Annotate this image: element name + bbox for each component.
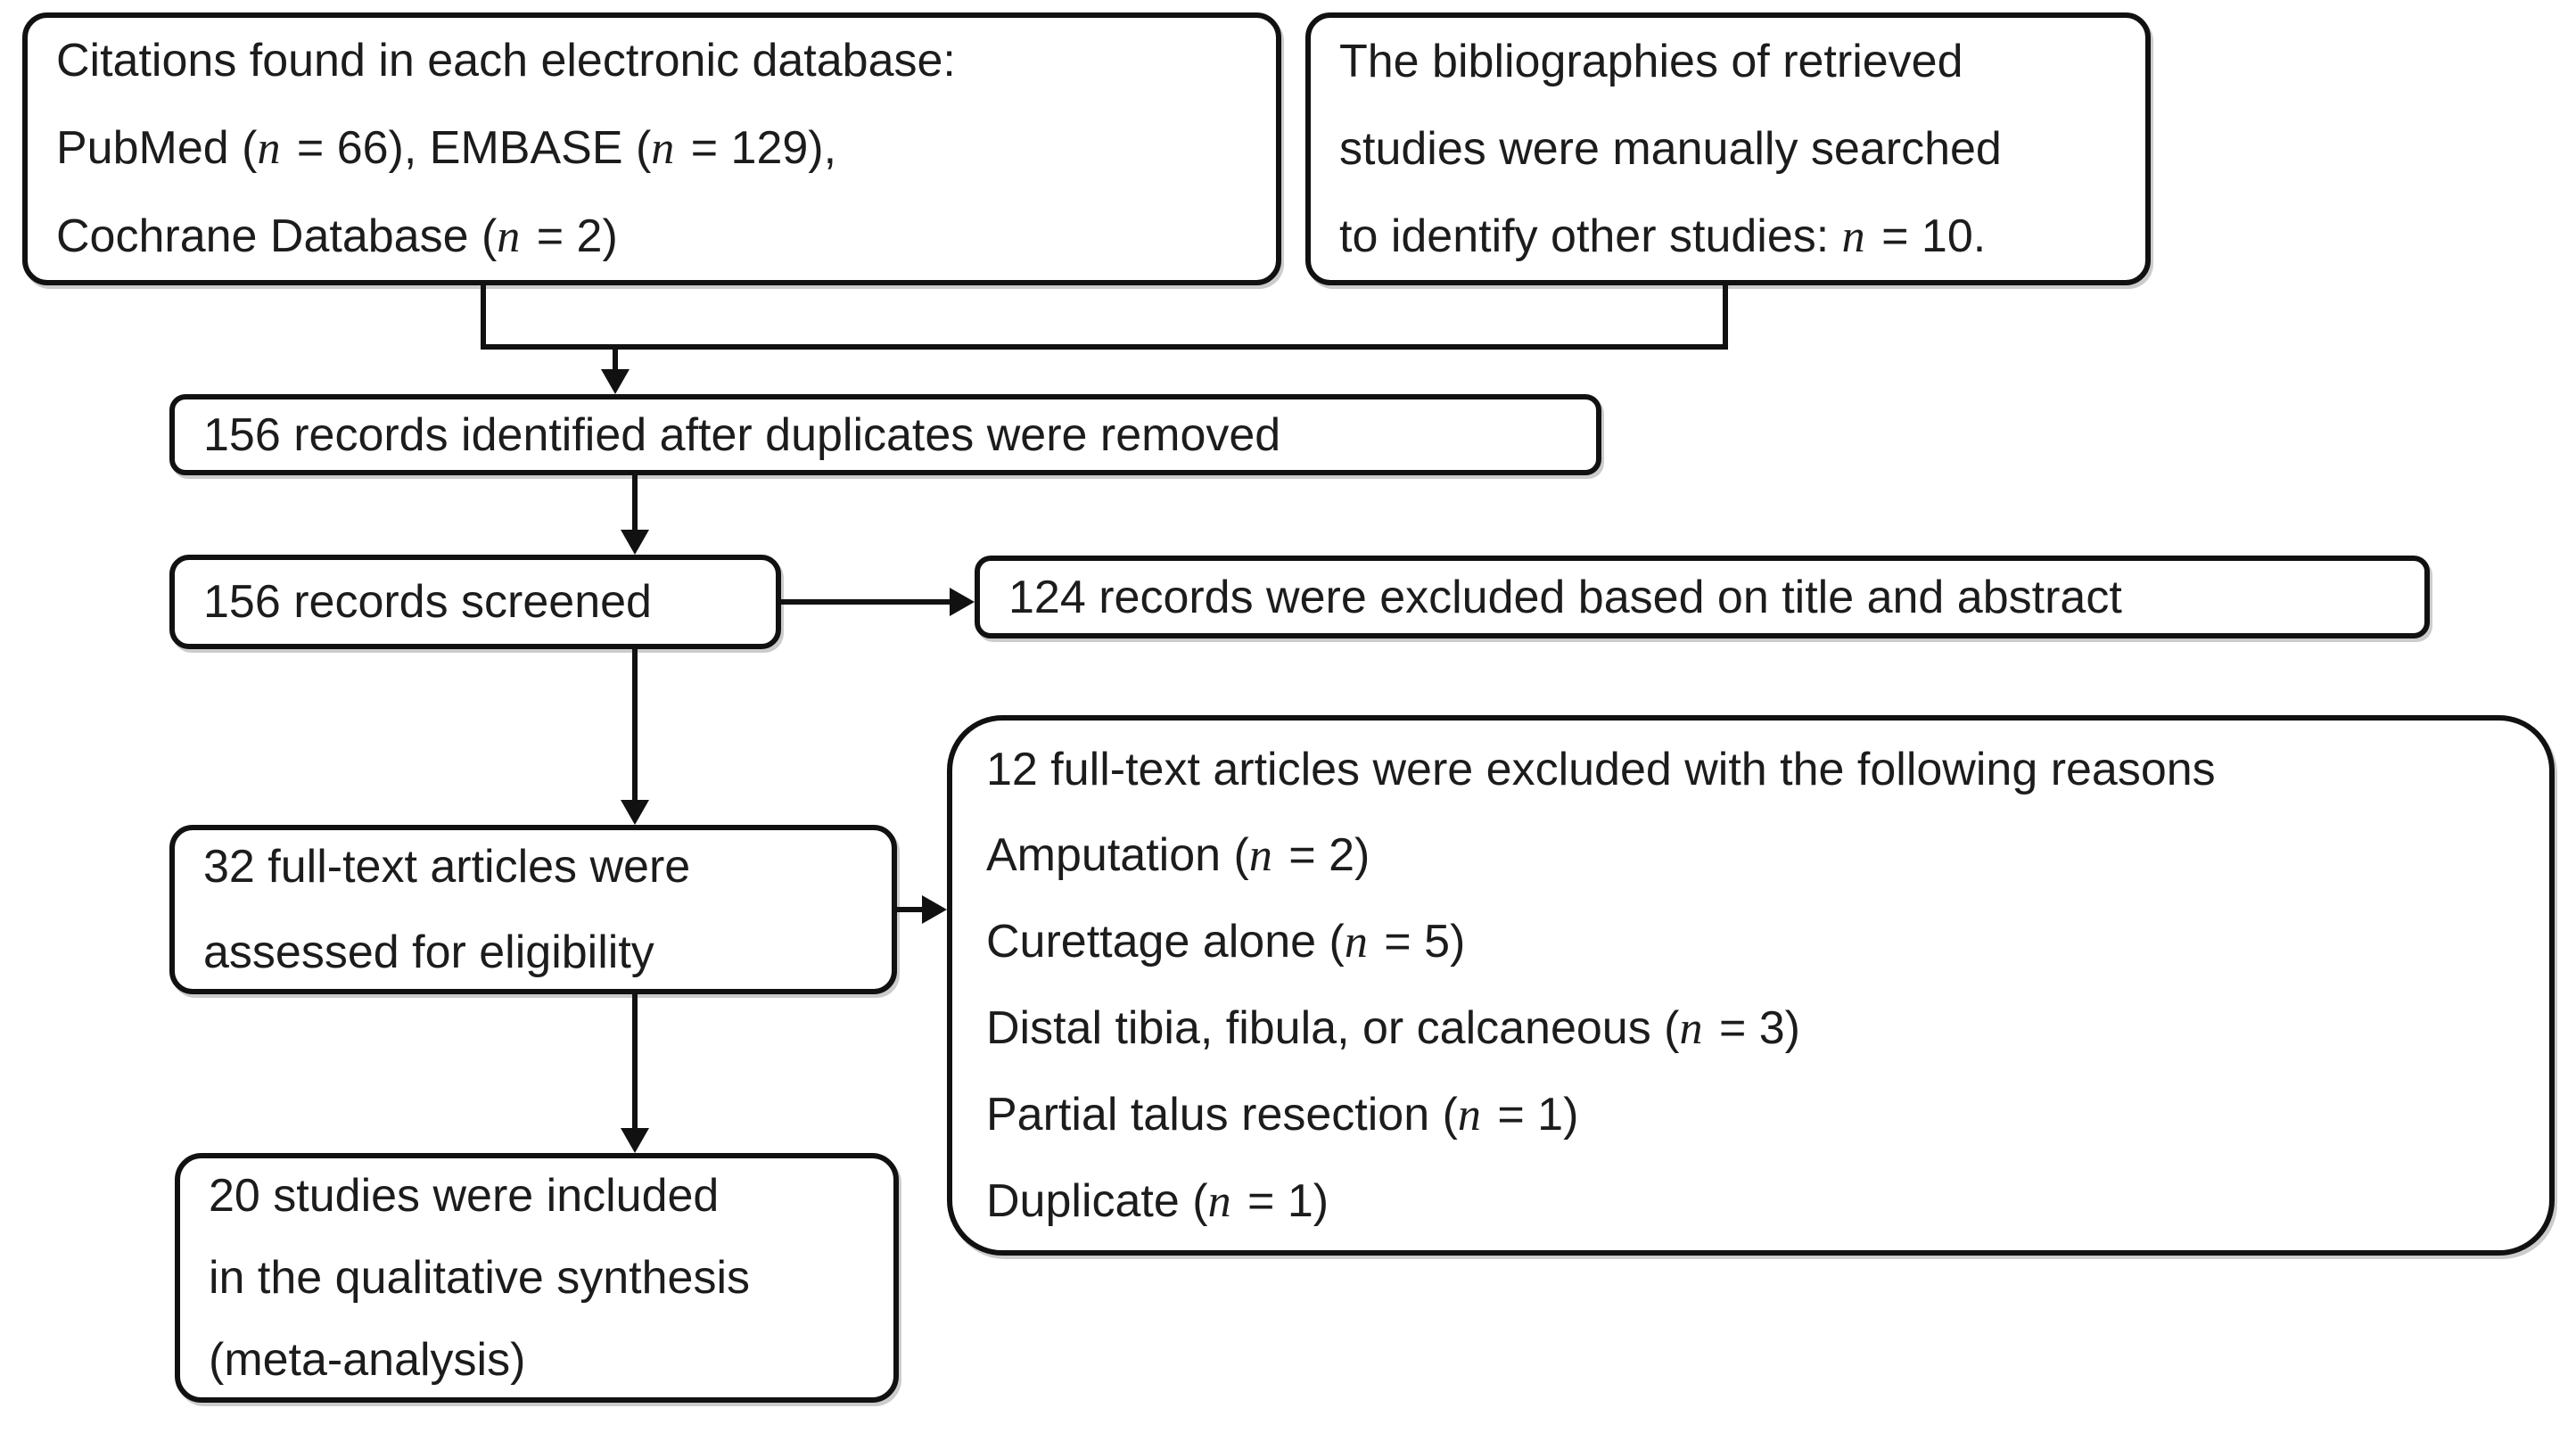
box-records-screened: 156 records screened xyxy=(169,555,781,649)
arrow-head-down-icon xyxy=(621,530,649,555)
box-text-line: Partial talus resection (n = 1) xyxy=(986,1088,1579,1141)
arrow-head-right-icon xyxy=(922,895,947,924)
connector-fulltext-to-included xyxy=(632,994,638,1130)
connector-identified-to-screened xyxy=(632,475,638,533)
box-studies-included: 20 studies were included in the qualitat… xyxy=(175,1153,899,1403)
connector-merge-horizontal xyxy=(481,344,1728,350)
box-database-citations: Citations found in each electronic datab… xyxy=(22,12,1281,285)
box-records-identified: 156 records identified after duplicates … xyxy=(169,394,1601,475)
box-text-line: 12 full-text articles were excluded with… xyxy=(986,743,2216,795)
connector-manual-down xyxy=(1723,284,1728,348)
box-fulltext-excluded-reasons: 12 full-text articles were excluded with… xyxy=(947,715,2555,1256)
box-text-line: 156 records screened xyxy=(203,576,652,628)
box-text-line: to identify other studies: n = 10. xyxy=(1339,210,1987,262)
arrow-head-down-icon xyxy=(601,369,630,394)
box-text-line: PubMed (n = 66), EMBASE (n = 129), xyxy=(56,122,837,174)
connector-screened-to-fulltext xyxy=(632,649,638,802)
box-text-line: 20 studies were included xyxy=(209,1170,720,1222)
box-text-line: in the qualitative synthesis xyxy=(209,1252,751,1304)
connector-screened-to-excluded xyxy=(781,599,951,605)
box-text-line: The bibliographies of retrieved xyxy=(1339,35,1963,87)
box-text-line: Curettage alone (n = 5) xyxy=(986,915,1466,968)
arrow-head-right-icon xyxy=(950,588,975,616)
box-text-line: 156 records identified after duplicates … xyxy=(203,408,1281,461)
box-text-line: Duplicate (n = 1) xyxy=(986,1174,1329,1227)
box-text-line: Amputation (n = 2) xyxy=(986,828,1370,881)
box-text-line: Distal tibia, fibula, or calcaneous (n =… xyxy=(986,1001,1800,1054)
connector-databases-down xyxy=(481,284,486,348)
box-text-line: (meta-analysis) xyxy=(209,1334,526,1386)
box-text-line: 124 records were excluded based on title… xyxy=(1008,571,2122,623)
box-text-line: Citations found in each electronic datab… xyxy=(56,35,956,86)
box-manual-search: The bibliographies of retrieved studies … xyxy=(1305,12,2151,285)
box-text-line: 32 full-text articles were xyxy=(203,841,691,893)
box-excluded-title-abstract: 124 records were excluded based on title… xyxy=(975,556,2430,638)
arrow-head-down-icon xyxy=(621,1128,649,1153)
box-text-line: studies were manually searched xyxy=(1339,122,2002,175)
box-fulltext-assessed: 32 full-text articles were assessed for … xyxy=(169,825,897,994)
box-text-line: assessed for eligibility xyxy=(203,927,654,978)
arrow-head-down-icon xyxy=(621,800,649,825)
box-text-line: Cochrane Database (n = 2) xyxy=(56,210,618,262)
connector-fulltext-to-excluded xyxy=(897,907,924,912)
connector-merge-to-identified xyxy=(613,348,618,373)
